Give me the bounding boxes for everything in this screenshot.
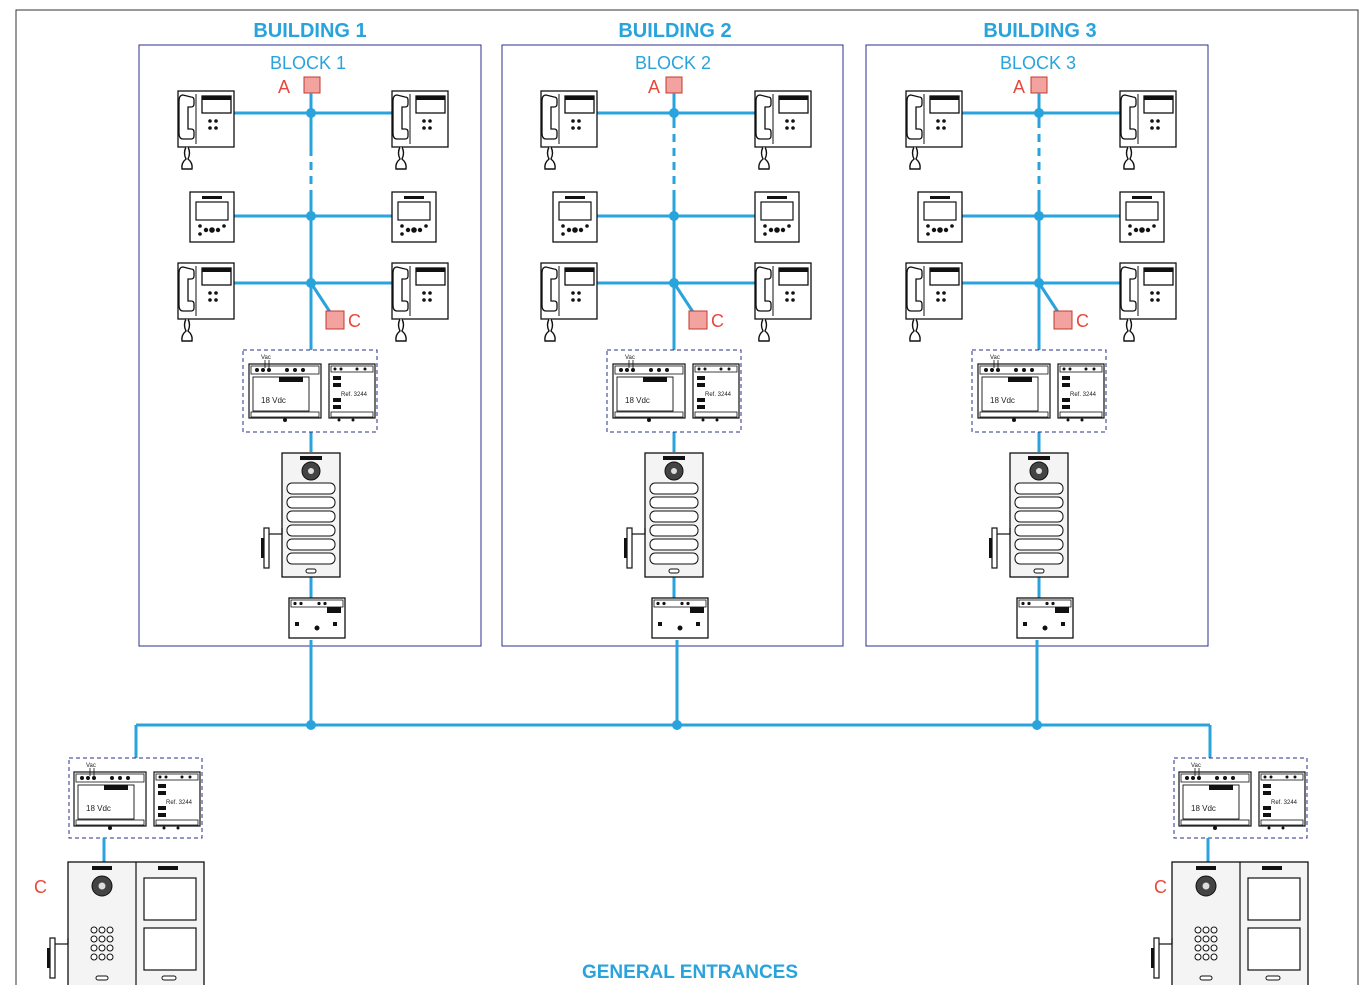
power-supply-icon: Vac 18 Vdc Ref. 3244 [1178, 763, 1306, 831]
building-1-title: BUILDING 1 [253, 20, 366, 42]
handset-monitor-icon [540, 90, 598, 170]
marker-a-label: A [1013, 77, 1025, 97]
lock-release-icon [988, 527, 1011, 569]
ref-label: Ref. 3244 [341, 392, 368, 398]
power-supply-group [242, 349, 378, 433]
block-2-area [501, 44, 844, 647]
entrance-left-marker-c: C [34, 877, 47, 897]
handsfree-monitor-icon [391, 191, 437, 243]
power-supply-group [971, 349, 1107, 433]
handset-monitor-icon [177, 90, 235, 170]
handset-monitor-icon [754, 262, 812, 342]
handset-monitor-icon [540, 262, 598, 342]
lock-release-icon [623, 527, 646, 569]
building-2: BUILDING 2 BLOCK 2 A C Vac 18 Vdc [501, 20, 844, 725]
block-1-label: BLOCK 1 [270, 53, 346, 73]
vdc-label: 18 Vdc [990, 396, 1015, 405]
handsfree-monitor-icon [917, 191, 963, 243]
ref-label: Ref. 3244 [166, 800, 193, 806]
marker-a [665, 76, 683, 94]
vac-label: Vac [86, 763, 96, 769]
marker-c [1053, 310, 1073, 330]
power-supply-icon: Vac 18 Vdc Ref. 3244 [248, 355, 376, 423]
general-entrances-title: GENERAL ENTRANCES [582, 962, 798, 983]
marker-c-label: C [348, 311, 361, 331]
drawing-frame [15, 9, 1359, 985]
handset-monitor-icon [754, 90, 812, 170]
ref-label: Ref. 3244 [705, 392, 732, 398]
lock-release-icon [260, 527, 283, 569]
general-entrances: Vac 18 Vdc Ref. 3244 C Vac 18 Vdc Ref. 3… [34, 720, 1309, 985]
lock-release-icon [1150, 937, 1173, 979]
entrance-right-marker-c: C [1154, 877, 1167, 897]
keypad-panel-icon [67, 861, 205, 985]
keypad-panel-icon [1171, 861, 1309, 985]
marker-a [1030, 76, 1048, 94]
marker-c [688, 310, 708, 330]
power-supply-icon: Vac 18 Vdc Ref. 3244 [73, 763, 201, 831]
handset-monitor-icon [391, 90, 449, 170]
vac-label: Vac [625, 355, 635, 361]
handset-monitor-icon [905, 262, 963, 342]
power-supply-group [1173, 757, 1308, 839]
handset-monitor-icon [905, 90, 963, 170]
handsfree-monitor-icon [754, 191, 800, 243]
power-supply-group [68, 757, 203, 839]
door-panel-icon [644, 452, 704, 578]
marker-a-label: A [278, 77, 290, 97]
handset-monitor-icon [1119, 90, 1177, 170]
handsfree-monitor-icon [552, 191, 598, 243]
vdc-label: 18 Vdc [261, 396, 286, 405]
marker-c-label: C [711, 311, 724, 331]
handset-monitor-icon [391, 262, 449, 342]
block-3-label: BLOCK 3 [1000, 53, 1076, 73]
marker-a [303, 76, 321, 94]
marker-c-label: C [1076, 311, 1089, 331]
power-supply-icon: Vac 18 Vdc Ref. 3244 [977, 355, 1105, 423]
handset-monitor-icon [1119, 262, 1177, 342]
vac-label: Vac [261, 355, 271, 361]
distributor-icon [288, 597, 346, 639]
block-2-label: BLOCK 2 [635, 53, 711, 73]
handsfree-monitor-icon [1119, 191, 1165, 243]
door-panel-icon [1009, 452, 1069, 578]
vac-label: Vac [990, 355, 1000, 361]
marker-c [325, 310, 345, 330]
vdc-label: 18 Vdc [1191, 804, 1216, 813]
door-panel-icon [281, 452, 341, 578]
handset-monitor-icon [177, 262, 235, 342]
building-2-title: BUILDING 2 [618, 20, 731, 42]
handsfree-monitor-icon [189, 191, 235, 243]
vac-label: Vac [1191, 763, 1201, 769]
building-1: BUILDING 1 BLOCK 1 A C Vac [138, 20, 482, 725]
ref-label: Ref. 3244 [1271, 800, 1298, 806]
marker-a-label: A [648, 77, 660, 97]
distributor-icon [1016, 597, 1074, 639]
building-3: BUILDING 3 BLOCK 3 A C Vac 18 Vdc [865, 20, 1209, 725]
power-supply-icon: Vac 18 Vdc Ref. 3244 [612, 355, 740, 423]
lock-release-icon [46, 937, 69, 979]
power-supply-group [606, 349, 742, 433]
distributor-icon [651, 597, 709, 639]
vdc-label: 18 Vdc [625, 396, 650, 405]
vdc-label: 18 Vdc [86, 804, 111, 813]
ref-label: Ref. 3244 [1070, 392, 1097, 398]
building-3-title: BUILDING 3 [983, 20, 1096, 42]
